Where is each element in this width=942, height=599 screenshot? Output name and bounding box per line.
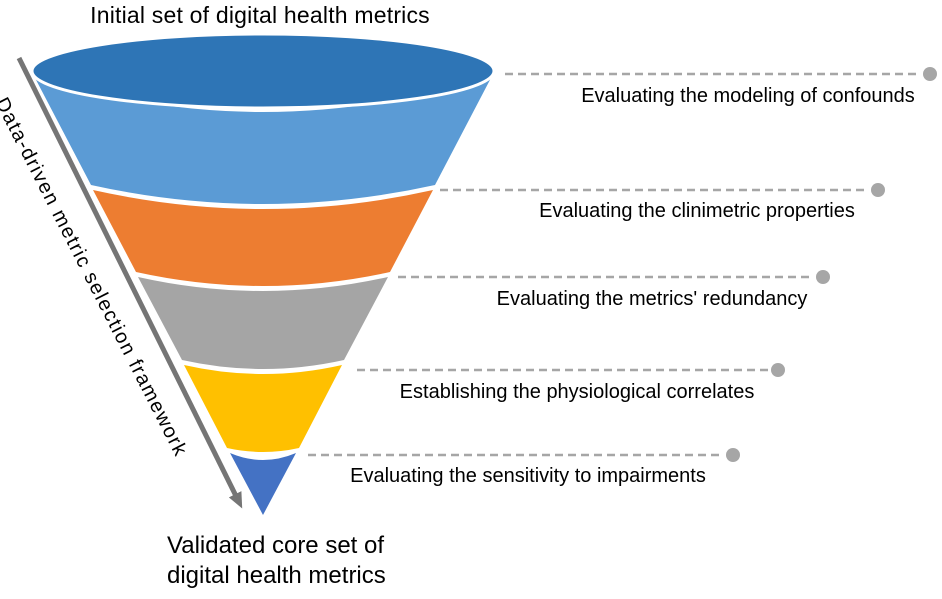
callout-connector-dot-4	[771, 363, 785, 377]
callout-connector-dot-2	[871, 183, 885, 197]
bottom-title: Validated core set of digital health met…	[167, 531, 427, 591]
funnel-top-disc	[30, 32, 496, 110]
funnel-band-stage-2	[93, 190, 433, 286]
funnel-band-stage-4	[184, 365, 342, 452]
callout-label-stage-1: Evaluating the modeling of confounds	[581, 85, 915, 107]
top-title: Initial set of digital health metrics	[90, 2, 430, 28]
callout-connector-dot-3	[816, 270, 830, 284]
callout-label-stage-2: Evaluating the clinimetric properties	[539, 200, 855, 222]
callout-label-stage-4: Establishing the physiological correlate…	[399, 381, 755, 403]
funnel-band-stage-3	[138, 277, 388, 369]
framework-arrow	[16, 56, 243, 509]
callout-label-stage-5: Evaluating the sensitivity to impairment…	[350, 465, 706, 487]
callout-label-stage-3: Evaluating the metrics' redundancy	[496, 288, 808, 310]
callout-connector-dot-1	[923, 67, 937, 81]
bottom-title-line-1: Validated core set of	[167, 532, 385, 559]
funnel-band-stage-5	[230, 453, 296, 515]
bottom-title-line-2: digital health metrics	[167, 562, 386, 589]
callout-connector-dot-5	[726, 448, 740, 462]
funnel-band-stage-1	[34, 76, 492, 204]
